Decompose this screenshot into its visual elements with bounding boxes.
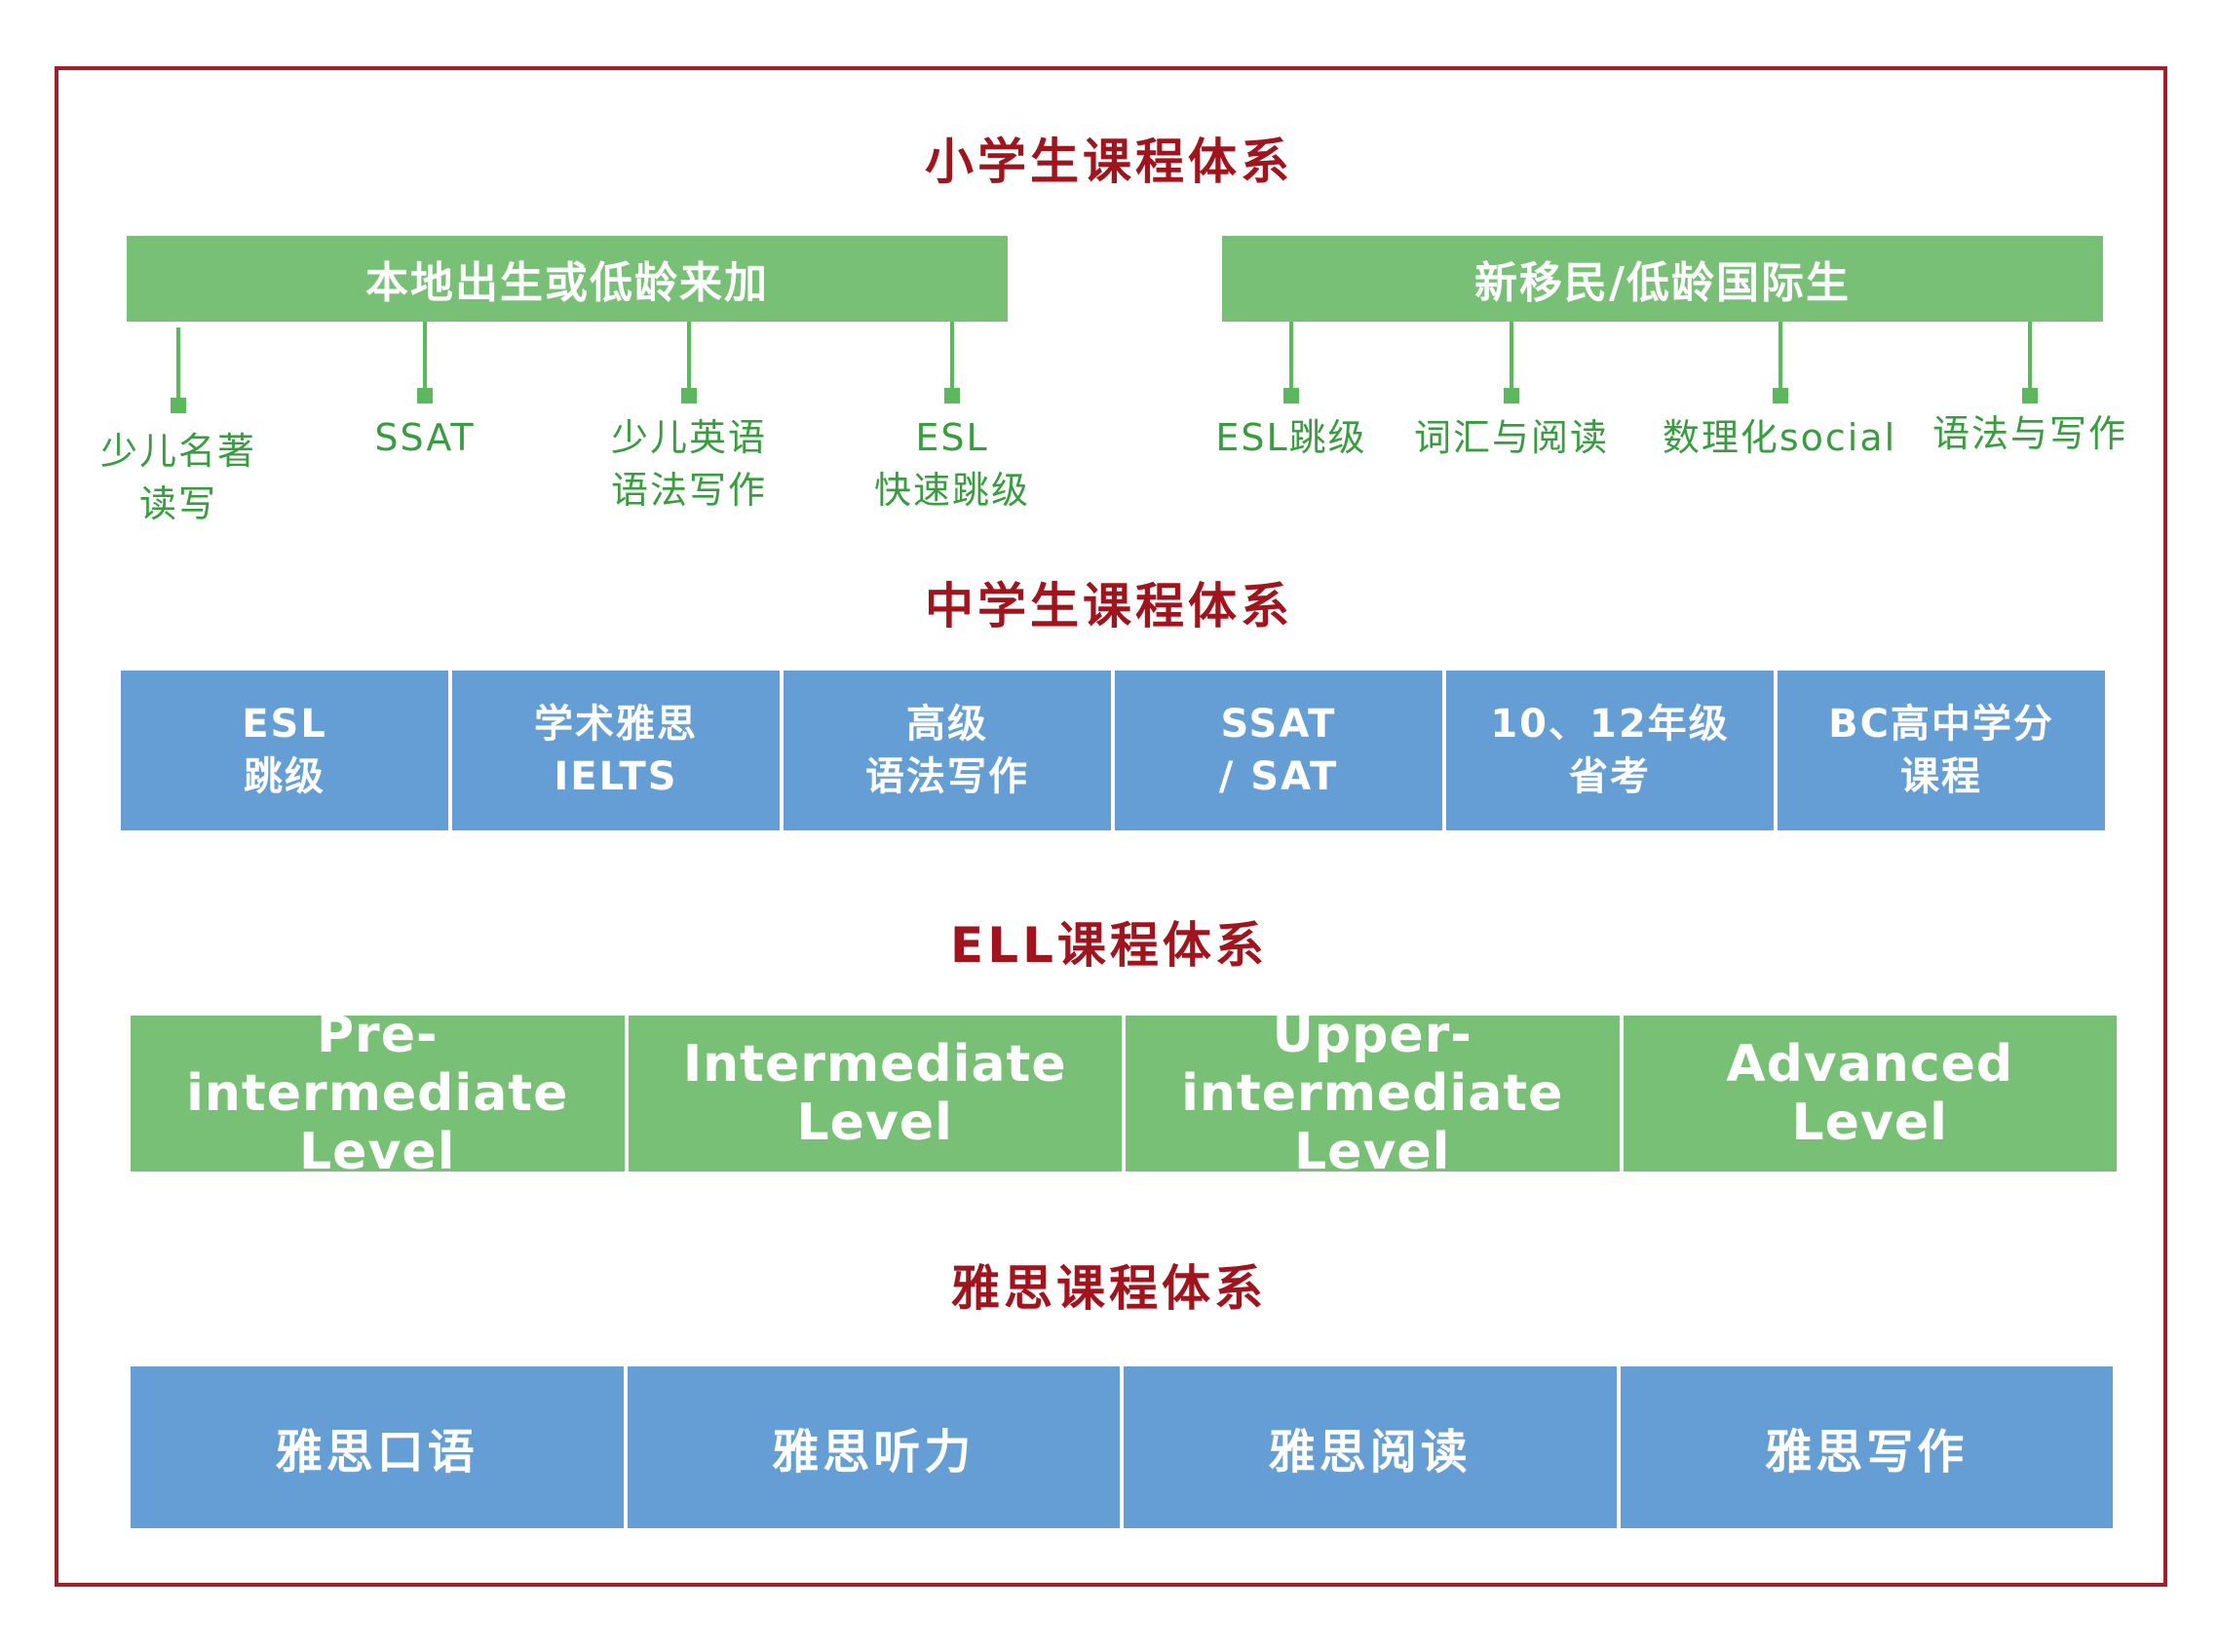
course-provincial-exam: 10、12年级 省考 bbox=[1442, 671, 1774, 830]
connector-node bbox=[171, 398, 186, 413]
leaf-childrens-classics: 少儿名著 读写 bbox=[99, 430, 256, 525]
level-pre-intermediate: Pre-intermediate Level bbox=[131, 1006, 625, 1181]
leaf-math-science-social: 数理化social bbox=[1662, 416, 1897, 459]
ielts-module-row: 雅思口语 雅思听力 雅思阅读 雅思写作 bbox=[131, 1366, 2113, 1528]
leaf-ssat: SSAT bbox=[374, 416, 476, 459]
ielts-reading: 雅思阅读 bbox=[1120, 1366, 1617, 1528]
level-intermediate: Intermediate Level bbox=[624, 1016, 1122, 1172]
branch-new-immigrant: 新移民/低龄国际生 bbox=[1222, 236, 2103, 322]
primary-section-title: 小学生课程体系 bbox=[925, 134, 1293, 190]
connector-node bbox=[1773, 388, 1788, 403]
ell-level-row: Pre-intermediate Level Intermediate Leve… bbox=[131, 1006, 2117, 1181]
ielts-speaking: 雅思口语 bbox=[131, 1366, 624, 1528]
branch-local-born: 本地出生或低龄来加 bbox=[127, 236, 1008, 322]
ielts-listening: 雅思听力 bbox=[623, 1366, 1120, 1528]
connector-node bbox=[944, 388, 960, 403]
leaf-esl-skip-grade: ESL跳级 bbox=[1215, 416, 1367, 459]
ell-section-title: ELL课程体系 bbox=[950, 917, 1268, 974]
connector-line bbox=[687, 322, 691, 394]
connector-line bbox=[1510, 322, 1513, 394]
ielts-section-title: 雅思课程体系 bbox=[951, 1260, 1267, 1317]
connector-node bbox=[2022, 388, 2038, 403]
ielts-writing: 雅思写作 bbox=[1616, 1366, 2113, 1528]
connector-node bbox=[1504, 388, 1519, 403]
connector-line bbox=[1778, 322, 1782, 394]
leaf-vocabulary-reading: 词汇与阅读 bbox=[1413, 416, 1609, 459]
connector-line bbox=[176, 327, 180, 400]
course-advanced-grammar: 高级 语法写作 bbox=[780, 671, 1111, 830]
leaf-esl-fast-track: ESL 快速跳级 bbox=[873, 416, 1030, 512]
level-advanced: Advanced Level bbox=[1619, 1016, 2117, 1172]
course-bc-credits: BC高中学分 课程 bbox=[1774, 671, 2105, 830]
connector-node bbox=[417, 388, 433, 403]
level-upper-intermediate: Upper-intermediate Level bbox=[1122, 1006, 1620, 1181]
course-esl-skip: ESL 跳级 bbox=[121, 671, 448, 830]
outer-frame bbox=[55, 66, 2167, 1587]
secondary-course-row: ESL 跳级 学术雅思 IELTS 高级 语法写作 SSAT / SAT 10、… bbox=[121, 671, 2105, 830]
course-academic-ielts: 学术雅思 IELTS bbox=[448, 671, 780, 830]
connector-node bbox=[1283, 388, 1299, 403]
secondary-section-title: 中学生课程体系 bbox=[925, 578, 1293, 634]
connector-line bbox=[1289, 322, 1293, 394]
course-ssat-sat: SSAT / SAT bbox=[1111, 671, 1442, 830]
leaf-childrens-grammar-writing: 少儿英语 语法写作 bbox=[610, 416, 767, 512]
connector-line bbox=[423, 322, 427, 394]
connector-line bbox=[950, 322, 954, 394]
leaf-grammar-writing: 语法与写作 bbox=[1931, 412, 2127, 455]
connector-node bbox=[681, 388, 697, 403]
connector-line bbox=[2028, 322, 2032, 394]
